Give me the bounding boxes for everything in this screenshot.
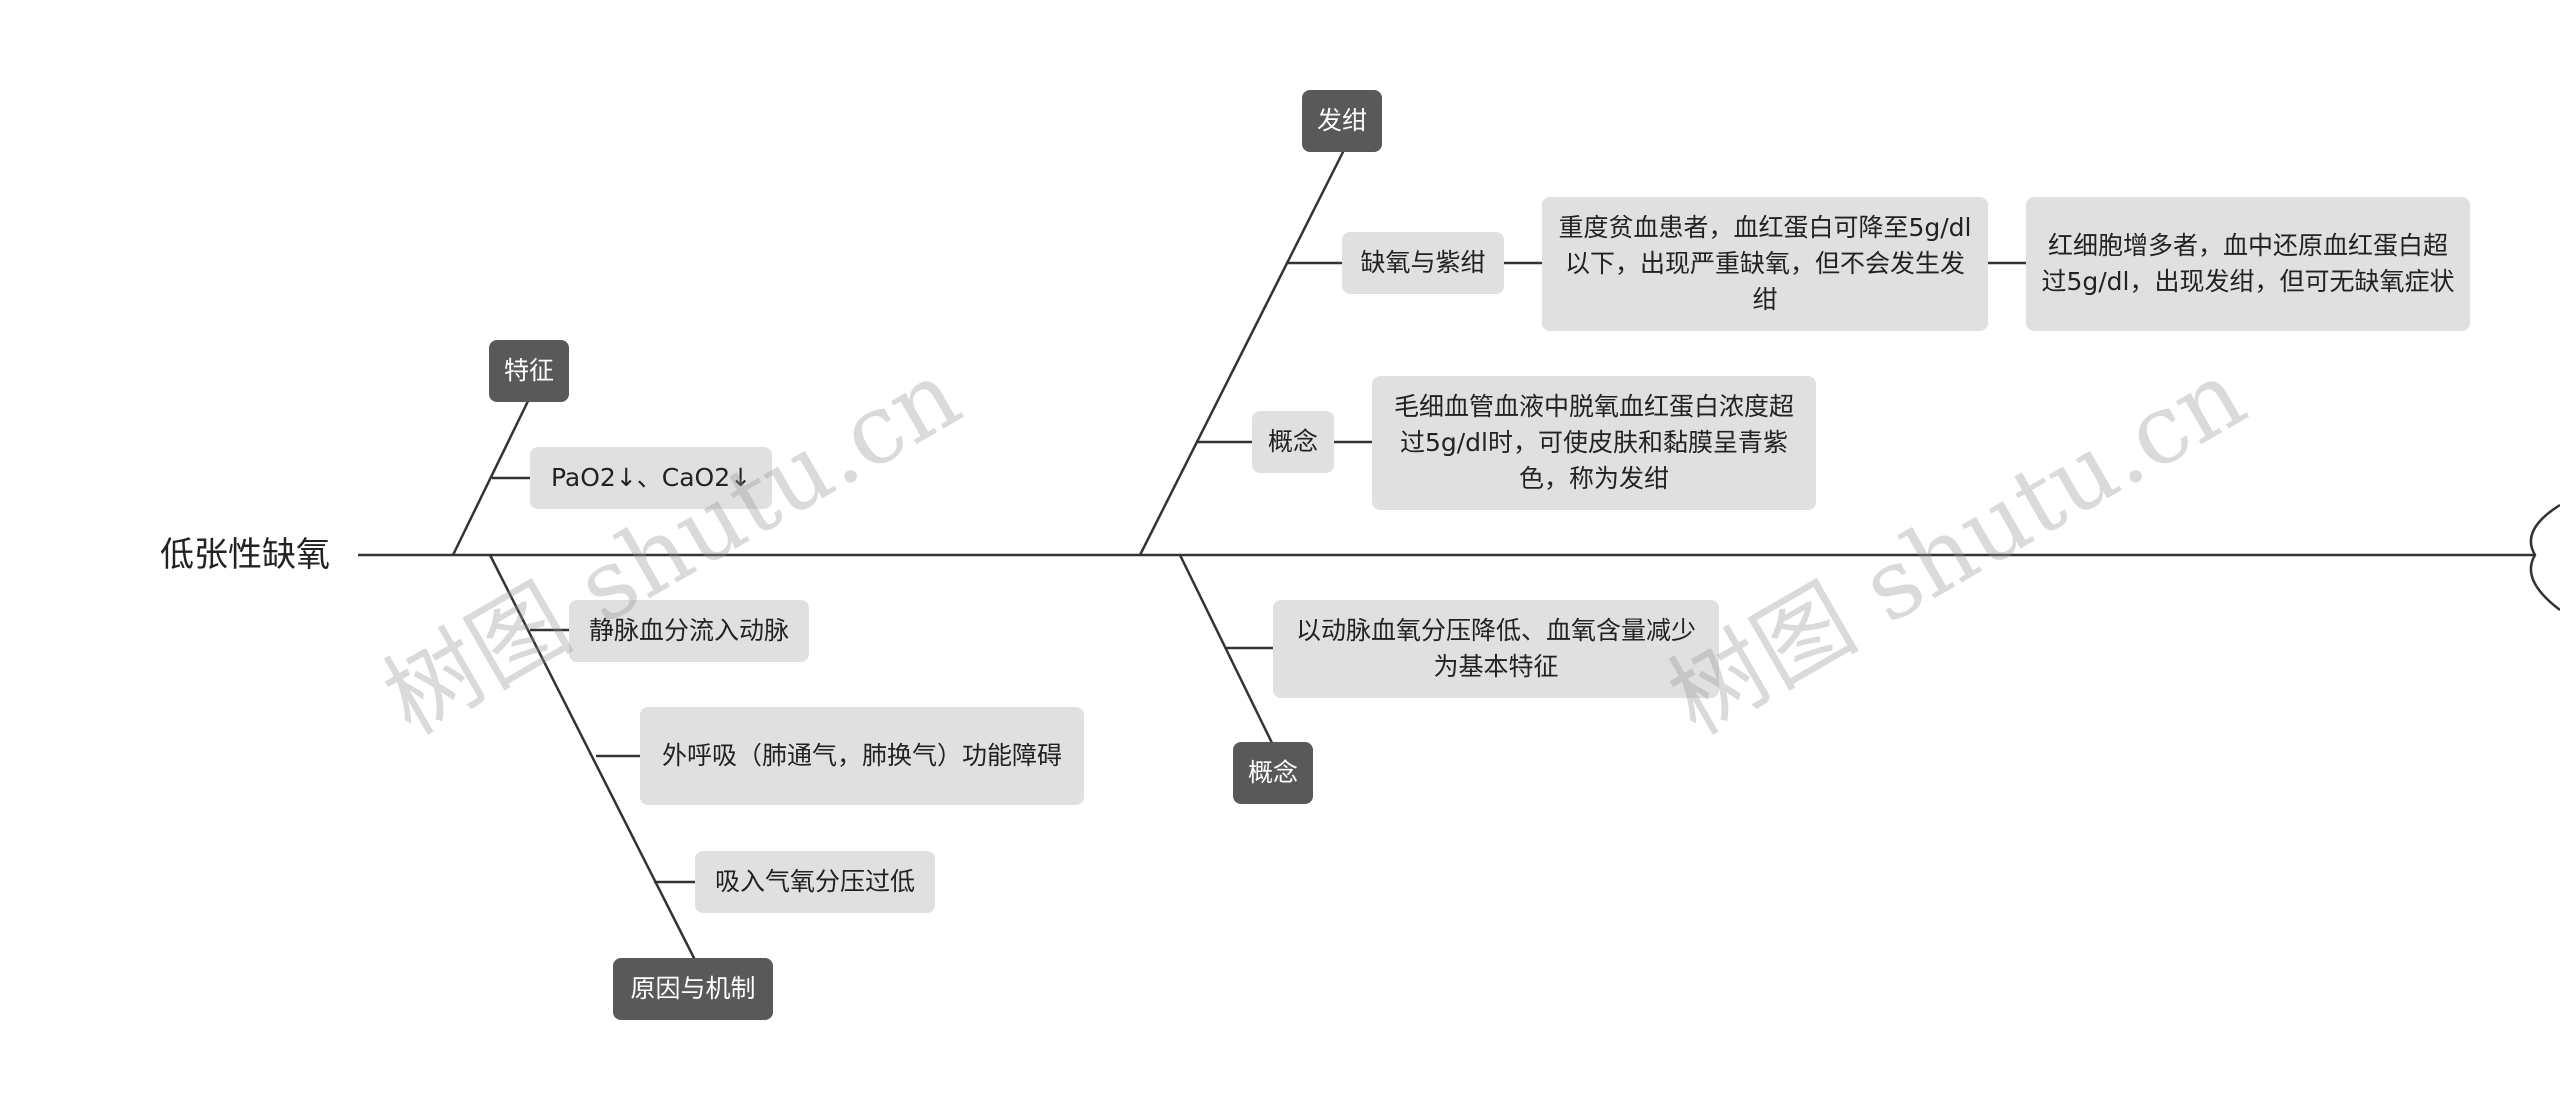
features-branch-line xyxy=(451,396,532,556)
cyanosis-concept-detail[interactable]: 毛细血管血液中脱氧血红蛋白浓度超过5g/dl时，可使皮肤和黏膜呈青紫色，称为发绀 xyxy=(1372,376,1816,510)
cause-item-1[interactable]: 静脉血分流入动脉 xyxy=(569,600,809,662)
causes-node[interactable]: 原因与机制 xyxy=(613,958,773,1020)
hypoxia-detail-anemia[interactable]: 重度贫血患者，血红蛋白可降至5g/dl以下，出现严重缺氧，但不会发生发绀 xyxy=(1542,197,1988,331)
cyanosis-node[interactable]: 发绀 xyxy=(1302,90,1382,152)
hypoxia-detail-polycythemia[interactable]: 红细胞增多者，血中还原血红蛋白超过5g/dl，出现发绀，但可无缺氧症状 xyxy=(2026,197,2470,331)
concept-detail[interactable]: 以动脉血氧分压降低、血氧含量减少为基本特征 xyxy=(1273,600,1719,698)
cyanosis-concept-node[interactable]: 概念 xyxy=(1252,411,1334,473)
fish-head xyxy=(2529,503,2560,611)
cyanosis-branch-line xyxy=(1138,149,1346,556)
features-node[interactable]: 特征 xyxy=(489,340,569,402)
hypoxia-cyanosis-node[interactable]: 缺氧与紫绀 xyxy=(1342,232,1504,294)
cause-item-3[interactable]: 吸入气氧分压过低 xyxy=(695,851,935,913)
concept-node[interactable]: 概念 xyxy=(1233,742,1313,804)
cause-item-2[interactable]: 外呼吸（肺通气，肺换气）功能障碍 xyxy=(640,707,1084,805)
root-topic[interactable]: 低张性缺氧 xyxy=(160,535,330,575)
concept-branch-line xyxy=(1178,554,1275,746)
feature-item[interactable]: PaO2↓、CaO2↓ xyxy=(530,447,772,509)
causes-branch-line xyxy=(488,554,697,961)
